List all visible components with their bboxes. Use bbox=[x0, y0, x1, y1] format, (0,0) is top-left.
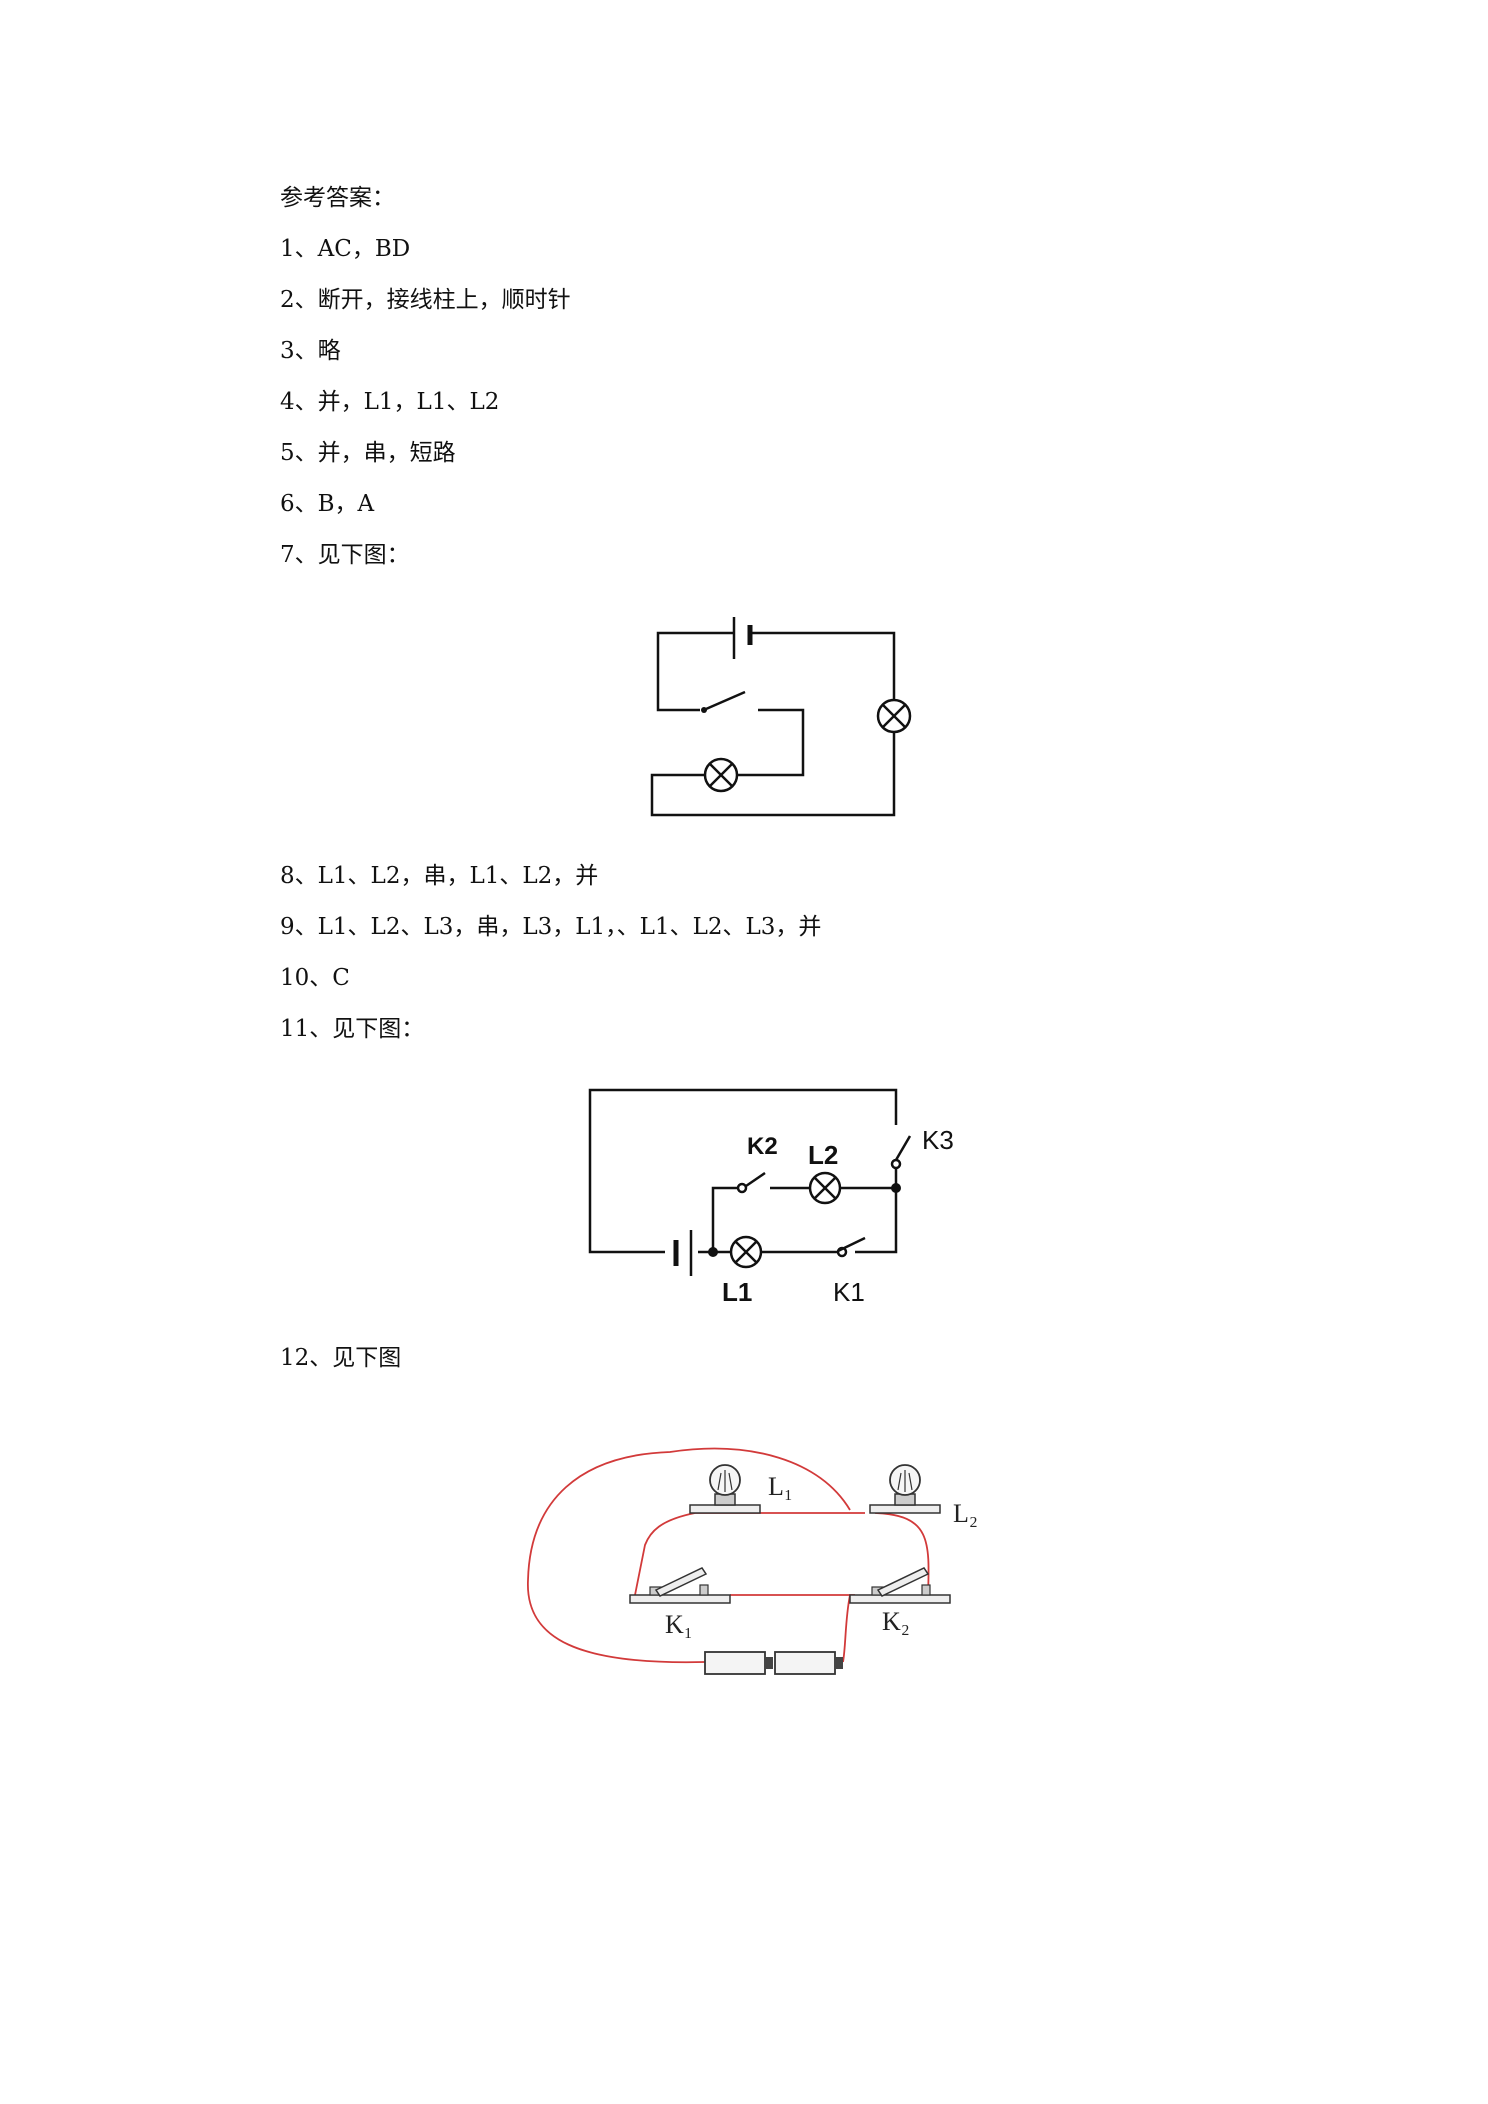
answer-7: 7、见下图： bbox=[280, 542, 410, 568]
label-l2: L2 bbox=[808, 1140, 838, 1170]
circuit-diagram-11: K2 L2 K3 L1 K1 bbox=[588, 1088, 954, 1307]
label-k2: K2 bbox=[747, 1133, 778, 1160]
answer-1: 1、AC，BD bbox=[280, 236, 411, 262]
label-k1: K₁ bbox=[665, 1610, 693, 1639]
answers-heading: 参考答案： bbox=[280, 185, 395, 211]
label-k1: K1 bbox=[833, 1277, 865, 1307]
answer-10: 10、C bbox=[280, 965, 350, 991]
bulb-l1-icon bbox=[689, 1464, 761, 1514]
answer-12: 12、见下图 bbox=[280, 1345, 402, 1371]
answer-5: 5、并，串，短路 bbox=[280, 440, 456, 466]
bulb-l2-icon bbox=[869, 1464, 941, 1514]
answer-2: 2、断开，接线柱上，顺时针 bbox=[280, 287, 571, 313]
switch-k1-icon bbox=[629, 1567, 731, 1604]
label-l2: L₂ bbox=[953, 1499, 978, 1528]
answer-8: 8、L1、L2，串，L1、L2，并 bbox=[280, 863, 599, 889]
answer-6: 6、B，A bbox=[280, 491, 375, 517]
switch-k2-icon bbox=[849, 1567, 951, 1604]
answer-3: 3、略 bbox=[280, 338, 341, 364]
label-l1: L1 bbox=[722, 1277, 752, 1307]
answer-4: 4、并，L1，L1、L2 bbox=[280, 389, 500, 415]
answer-11: 11、见下图： bbox=[280, 1016, 425, 1042]
label-l1: L₁ bbox=[768, 1472, 793, 1501]
answer-9: 9、L1、L2、L3，串，L3，L1，、L1、L2、L3，并 bbox=[280, 914, 822, 940]
circuit-diagram-7 bbox=[650, 617, 912, 817]
battery-pack-icon bbox=[704, 1651, 843, 1675]
wiring-diagram-12: L₁ L₂ K₁ K₂ bbox=[527, 1447, 978, 1675]
label-k2: K₂ bbox=[882, 1607, 910, 1636]
label-k3: K3 bbox=[922, 1125, 954, 1155]
